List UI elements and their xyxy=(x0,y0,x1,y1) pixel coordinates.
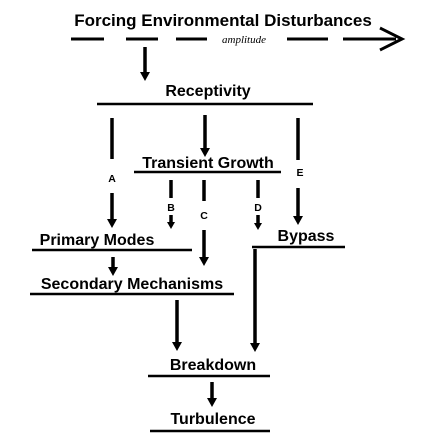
turbulence-label: Turbulence xyxy=(170,411,255,428)
path-a-lower-arrow xyxy=(107,193,117,228)
arrow-to-turbulence xyxy=(207,382,217,407)
transient-growth-label: Transient Growth xyxy=(142,155,274,172)
arrow-bypass-to-breakdown xyxy=(250,249,260,352)
path-d-label: D xyxy=(254,202,262,214)
primary-modes-label: Primary Modes xyxy=(40,232,155,249)
arrow-to-secondary-mechanisms xyxy=(108,257,118,276)
amplitude-arrow xyxy=(71,26,406,52)
path-c-label: C xyxy=(200,210,208,222)
path-a-label: A xyxy=(108,173,116,185)
amplitude-label: amplitude xyxy=(222,34,266,46)
path-d-lower-arrow xyxy=(254,215,262,230)
arrow-secondary-to-breakdown xyxy=(172,300,182,351)
arrow-to-transient-growth xyxy=(200,115,210,157)
breakdown-label: Breakdown xyxy=(170,357,256,374)
path-b-label: B xyxy=(167,202,175,214)
receptivity-label: Receptivity xyxy=(165,83,250,100)
arrow-to-receptivity xyxy=(140,47,150,81)
diagram-title: Forcing Environmental Disturbances xyxy=(74,11,372,30)
secondary-mechanisms-label: Secondary Mechanisms xyxy=(41,276,223,293)
path-b-lower-arrow xyxy=(167,215,175,229)
path-e-lower-arrow xyxy=(293,188,303,225)
path-e-label: E xyxy=(296,167,303,179)
path-c-lower-arrow xyxy=(199,230,209,266)
bypass-label: Bypass xyxy=(278,228,335,245)
